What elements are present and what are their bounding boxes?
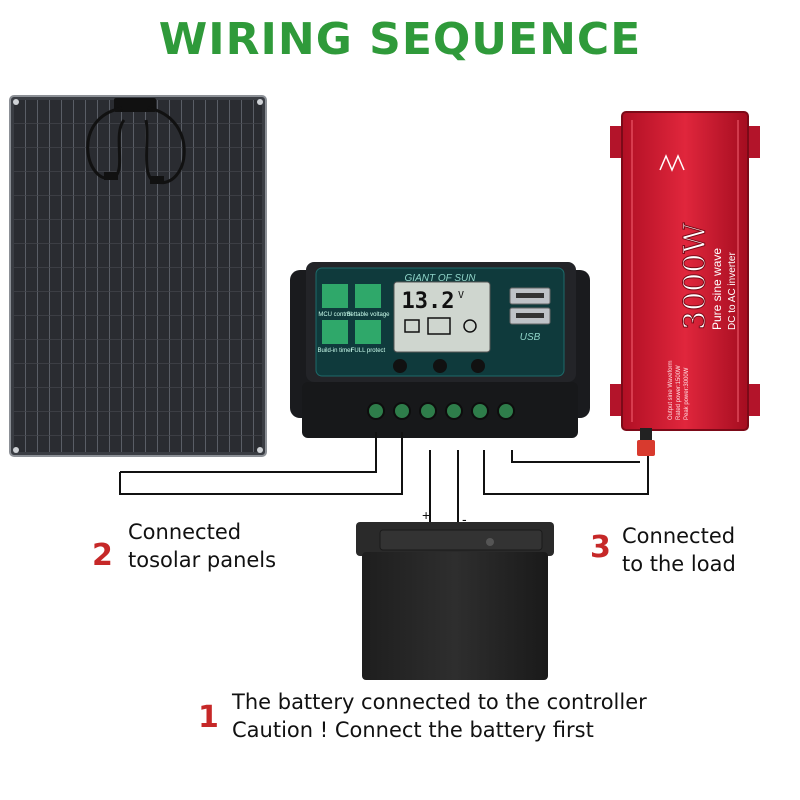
solar-panel [9, 95, 267, 457]
controller-button-1 [393, 359, 407, 373]
step-2-number: 2 [92, 538, 113, 573]
charge-controller: GIANT OF SUN MCU control Settable voltag… [290, 262, 590, 438]
lcd-panel-icon [404, 319, 420, 333]
inverter-line1: Pure sine wave [710, 248, 724, 330]
diagram-title: WIRING SEQUENCE [158, 14, 642, 65]
sine-wave-icon [659, 154, 685, 172]
lcd-screen [393, 281, 491, 353]
step-1-line1: The battery connected to the controller [232, 690, 647, 714]
usb-label: USB [520, 332, 541, 343]
lcd-voltage-unit: V [458, 290, 464, 301]
step-1-label: The battery connected to the controller … [232, 688, 647, 744]
battery-plus: + [422, 507, 430, 523]
controller-button-3 [471, 359, 485, 373]
lcd-voltage: 13.2 [402, 289, 455, 314]
feature-label-4: FULL protect [351, 348, 386, 354]
wire-load-negative [511, 450, 640, 463]
wire-panel-positive [119, 432, 403, 495]
lcd-battery-icon [427, 317, 451, 335]
feature-label-3: Build-in timer [317, 348, 352, 354]
inverter: 3000W Pure sine wave DC to AC inverter O… [610, 111, 760, 456]
step-3-line1: Connected [622, 524, 736, 548]
inverter-spec2: Rated power:1500W [676, 365, 682, 420]
wire-load-positive [483, 450, 649, 495]
inverter-terminal [637, 428, 655, 456]
wires [119, 432, 649, 522]
feature-label-1: MCU control [318, 312, 351, 318]
step-3-number: 3 [590, 530, 611, 565]
step-1-line2: Caution ! Connect the battery first [232, 718, 594, 742]
controller-feature-icons: MCU control Settable voltage Build-in ti… [317, 284, 390, 354]
inverter-spec1: Output sine Waveform [668, 361, 674, 420]
battery: + - [356, 507, 554, 680]
controller-terminals [367, 402, 515, 420]
inverter-spec3: Peak power:3000W [684, 367, 690, 420]
controller-brand: GIANT OF SUN [405, 273, 477, 284]
step-2-label: Connected tosolar panels [128, 518, 276, 574]
feature-label-2: Settable voltage [346, 312, 390, 318]
step-3-label: Connected to the load [622, 522, 736, 578]
step-2-line1: Connected [128, 520, 242, 544]
usb-ports [509, 287, 551, 325]
controller-button-2 [433, 359, 447, 373]
step-3-line2: to the load [622, 552, 736, 576]
junction-box [86, 98, 186, 184]
inverter-power: 3000W [678, 223, 713, 330]
battery-minus: - [462, 511, 467, 527]
inverter-line2: DC to AC inverter [727, 252, 738, 330]
step-1-number: 1 [198, 700, 219, 735]
step-2-line2: tosolar panels [128, 548, 277, 572]
lcd-bulb-icon [463, 319, 477, 333]
